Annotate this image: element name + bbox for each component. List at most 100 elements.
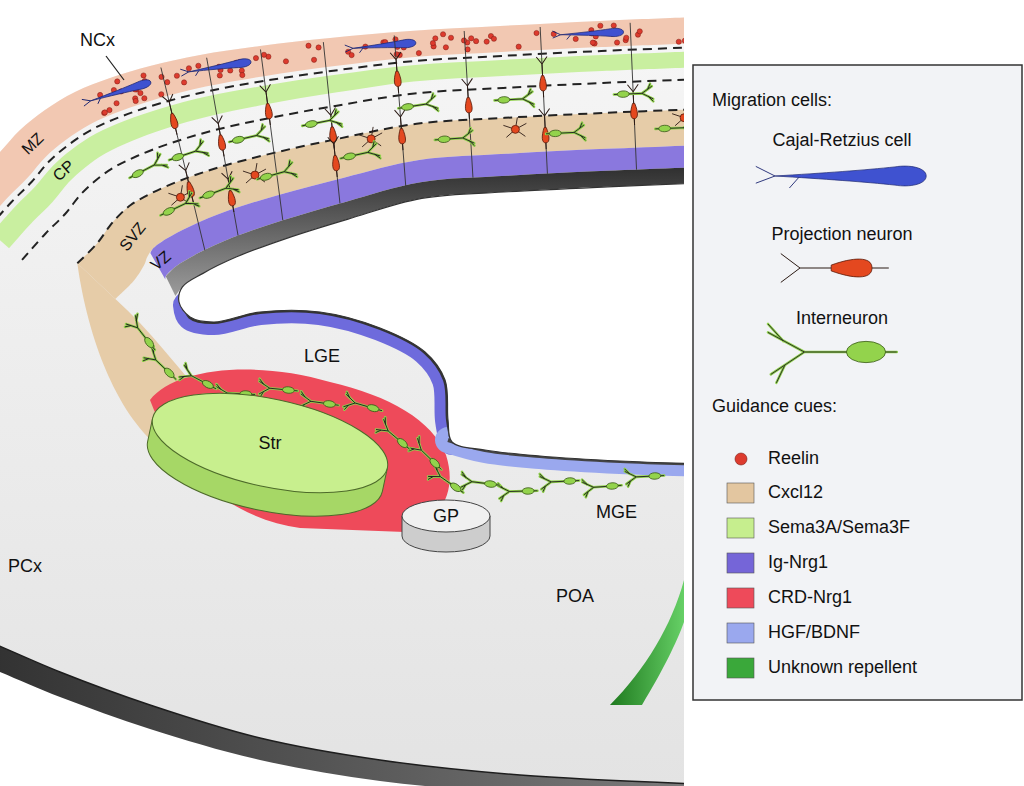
reelin-dot bbox=[311, 57, 316, 62]
reelin-dot bbox=[491, 36, 496, 41]
label-holder: Guidance cues: bbox=[712, 396, 837, 417]
cell-body bbox=[564, 477, 576, 484]
cell-process bbox=[460, 472, 501, 495]
cell-body bbox=[522, 488, 534, 495]
projection-neuron-cell bbox=[539, 108, 552, 149]
cell-process bbox=[614, 84, 654, 103]
interneuron-cell bbox=[300, 109, 342, 134]
cell-process bbox=[141, 346, 182, 386]
reelin-dot bbox=[217, 73, 222, 78]
brain-edge-line bbox=[0, 628, 684, 784]
brain-face bbox=[0, 17, 684, 786]
legend-text: CRD-Nrg1 bbox=[768, 587, 852, 608]
cell-body bbox=[131, 168, 145, 179]
interneuron-cell bbox=[494, 89, 534, 109]
cell-process bbox=[498, 482, 538, 501]
reelin-dot bbox=[598, 23, 603, 28]
label-holder: POA bbox=[556, 586, 594, 607]
legend-swatch bbox=[727, 588, 754, 608]
label-holder: Migration cells: bbox=[712, 90, 832, 111]
legend-swatch bbox=[727, 518, 754, 538]
cell-process bbox=[300, 109, 342, 134]
label-holder: LGE bbox=[304, 346, 340, 367]
multipolar-neuron-cell bbox=[359, 127, 382, 147]
repellent-region bbox=[610, 580, 684, 705]
cell-body bbox=[542, 127, 549, 143]
region-label: PCx bbox=[8, 556, 42, 577]
reelin-dot bbox=[142, 96, 147, 101]
cell-process bbox=[426, 463, 468, 500]
reelin-dot bbox=[107, 107, 112, 112]
cell-process bbox=[434, 128, 474, 149]
cell-process bbox=[397, 93, 438, 117]
globus-pallidus-cylinder bbox=[402, 500, 490, 552]
reelin-dot bbox=[115, 79, 120, 84]
reelin-dot bbox=[430, 41, 435, 46]
cajal-retzius-cell bbox=[756, 166, 926, 188]
interneuron-cell bbox=[255, 160, 297, 188]
radial-glia-fiber bbox=[540, 27, 547, 174]
cell-process bbox=[540, 472, 580, 492]
reelin-dot bbox=[416, 50, 421, 55]
label-holder: NCx bbox=[80, 30, 115, 51]
reelin-dot bbox=[433, 36, 438, 41]
legend-text: Interneuron bbox=[796, 308, 888, 329]
cell-body bbox=[539, 75, 546, 91]
reelin-dot bbox=[611, 23, 616, 28]
cell-process bbox=[338, 141, 380, 167]
cell-process bbox=[177, 363, 220, 397]
legend-swatch bbox=[727, 623, 754, 643]
cell-process bbox=[494, 89, 534, 109]
cell-body bbox=[606, 482, 618, 489]
region-label: LGE bbox=[304, 346, 340, 367]
cell-process bbox=[582, 477, 622, 498]
projection-neuron-cell bbox=[781, 254, 889, 283]
cell-body bbox=[630, 103, 637, 119]
projection-neuron-cell bbox=[260, 84, 276, 126]
reelin-dot bbox=[474, 39, 479, 44]
cell-process bbox=[338, 141, 380, 167]
legend-entry: Sema3A/Sema3F bbox=[768, 517, 910, 538]
interneuron-cell bbox=[342, 392, 384, 420]
cell-process bbox=[227, 124, 269, 150]
region-label: POA bbox=[556, 586, 594, 607]
cell-process bbox=[407, 436, 448, 476]
cajal-retzius-cell bbox=[82, 78, 152, 108]
cell-process bbox=[395, 109, 409, 150]
legend-entry: Unknown repellent bbox=[768, 657, 917, 678]
cell-body bbox=[366, 403, 379, 412]
cell-process bbox=[627, 84, 640, 125]
cell-process bbox=[625, 467, 665, 487]
reelin-dot bbox=[186, 66, 191, 71]
legend-text: Unknown repellent bbox=[768, 657, 917, 678]
reelin-dot bbox=[141, 73, 146, 78]
cell-process bbox=[672, 106, 684, 126]
cell-body bbox=[649, 473, 661, 480]
reelin-dot bbox=[174, 73, 179, 78]
reelin-dot bbox=[590, 40, 595, 45]
cell-process bbox=[227, 124, 269, 150]
cell-process bbox=[582, 477, 622, 498]
reelin-dot bbox=[306, 43, 311, 48]
cell-body bbox=[396, 437, 409, 450]
cell-body bbox=[398, 128, 406, 144]
reelin-dot bbox=[440, 32, 445, 37]
cell-process bbox=[781, 254, 889, 283]
legend-text: HGF/BDNF bbox=[768, 622, 860, 643]
cell-process bbox=[503, 117, 526, 137]
legend-samples bbox=[727, 166, 926, 678]
cell-process bbox=[166, 139, 209, 168]
label-holder: MGE bbox=[596, 502, 637, 523]
cell-process bbox=[539, 108, 552, 149]
cell-process bbox=[125, 152, 168, 186]
interneuron-cell bbox=[768, 324, 897, 383]
legend-swatch bbox=[727, 553, 754, 573]
cell-body bbox=[260, 172, 273, 181]
cell-body bbox=[560, 28, 623, 39]
cell-body bbox=[775, 166, 926, 186]
cell-body bbox=[143, 336, 155, 349]
reelin-dot bbox=[614, 40, 619, 45]
cell-process bbox=[255, 160, 297, 188]
reelin-dot bbox=[676, 39, 681, 44]
cell-process bbox=[123, 314, 161, 356]
